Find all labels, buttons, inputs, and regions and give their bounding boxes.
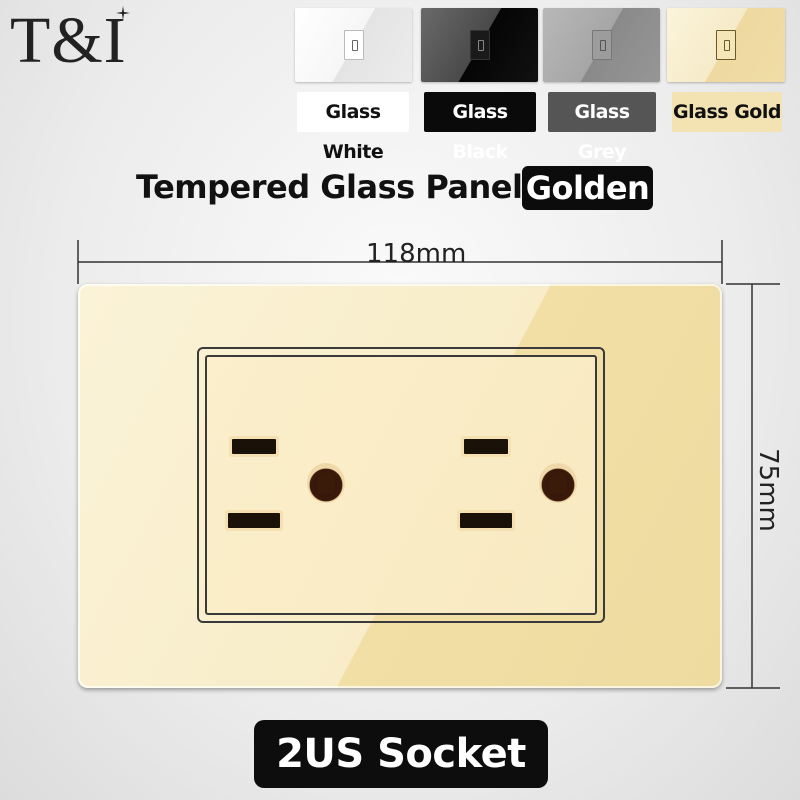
swatch-glass-gold[interactable]	[667, 8, 785, 82]
width-dimension-label: 118mm	[366, 239, 467, 269]
outlet-slot	[228, 513, 280, 528]
brand-logo: T&I	[10, 4, 127, 77]
tag-glass-black: Glass Black	[424, 92, 536, 163]
ground-pin-hole	[539, 463, 577, 503]
page-title: Tempered Glass Panel	[136, 168, 523, 206]
product-name-label: 2US Socket	[254, 720, 548, 788]
swatch-glass-black[interactable]	[421, 8, 538, 82]
socket-frame-inner	[205, 355, 597, 615]
outlet-slot	[460, 513, 512, 528]
variant-badge: Golden	[522, 166, 653, 210]
switch-icon	[469, 30, 490, 60]
ground-pin-hole	[307, 463, 345, 503]
tag-glass-grey: Glass Grey	[548, 92, 656, 163]
swatch-glass-grey[interactable]	[543, 8, 660, 82]
sparkle-icon	[116, 6, 130, 20]
switch-icon	[591, 30, 612, 60]
switch-icon	[716, 30, 736, 60]
height-dimension-label: 75mm	[753, 448, 783, 532]
tag-glass-gold: Glass Gold	[672, 92, 782, 132]
tag-glass-white: Glass White	[297, 92, 409, 163]
switch-icon	[343, 30, 364, 60]
outlet-slot	[464, 439, 508, 454]
socket-frame-outer	[197, 347, 605, 623]
swatch-glass-white[interactable]	[295, 8, 412, 82]
outlet-slot	[232, 439, 276, 454]
